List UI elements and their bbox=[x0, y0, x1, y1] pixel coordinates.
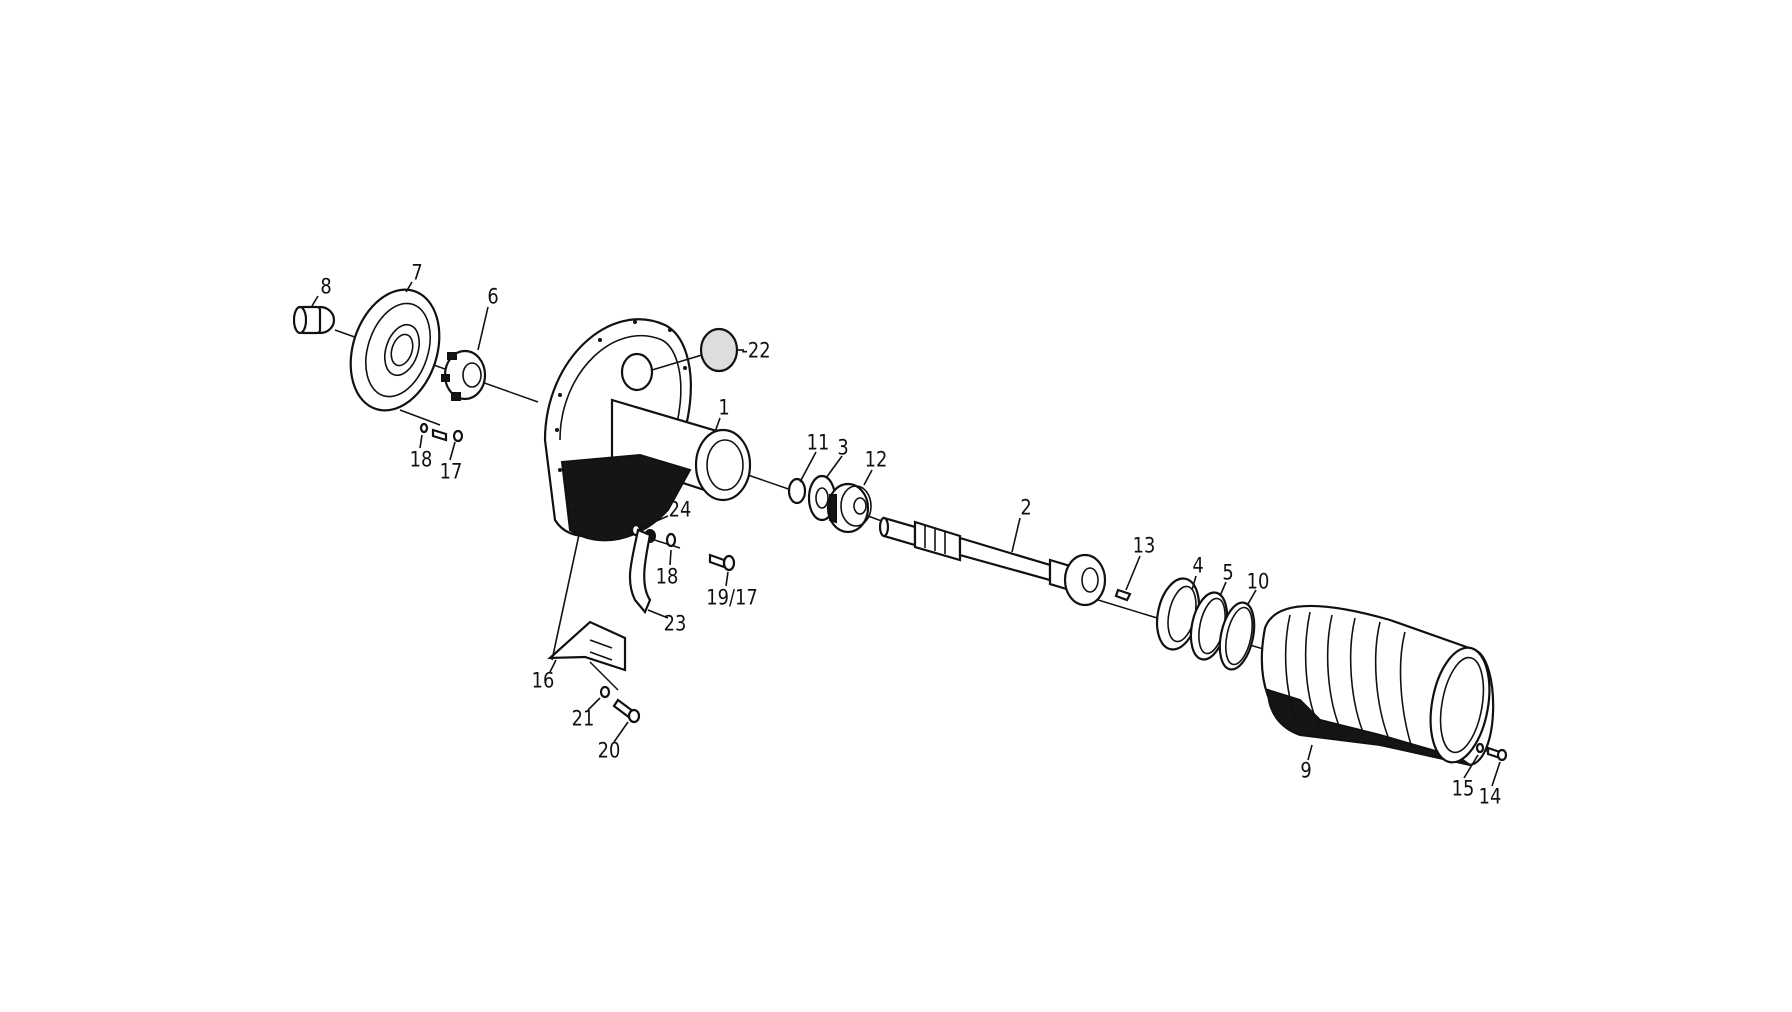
part-12-bearing bbox=[826, 482, 872, 534]
callout-14: 14 bbox=[1478, 784, 1502, 809]
callout-2: 2 bbox=[1020, 495, 1032, 520]
part-7-flange-plate bbox=[349, 288, 441, 412]
callout-12: 12 bbox=[864, 447, 888, 472]
callout-9: 9 bbox=[1300, 758, 1312, 783]
callout-21: 21 bbox=[571, 706, 595, 731]
callout-8: 8 bbox=[320, 274, 332, 299]
callout-3: 3 bbox=[837, 435, 849, 460]
callout-18a: 18 bbox=[409, 447, 433, 472]
callout-19-17: 19/17 bbox=[706, 585, 758, 610]
part-16-angle-bracket bbox=[547, 620, 627, 672]
part-9-pulley-drum bbox=[1260, 604, 1495, 767]
part-14-bolt bbox=[1486, 746, 1508, 762]
callout-13: 13 bbox=[1132, 533, 1156, 558]
callout-10: 10 bbox=[1246, 569, 1270, 594]
callout-22: -22 bbox=[741, 338, 771, 363]
part-8-bushing bbox=[292, 305, 336, 335]
callout-18b: 18 bbox=[655, 564, 679, 589]
callout-5: 5 bbox=[1222, 560, 1234, 585]
callout-7: 7 bbox=[411, 260, 423, 285]
part-10-snap-ring bbox=[1218, 601, 1256, 671]
part-11-circlip bbox=[787, 477, 807, 505]
part-22-plug-cap bbox=[651, 327, 744, 373]
part-21-washer bbox=[599, 685, 611, 699]
part-18-washer-a bbox=[419, 422, 429, 434]
callout-leader-lines bbox=[311, 281, 1501, 787]
part-15-washer bbox=[1475, 742, 1485, 754]
callout-11: 11 bbox=[806, 430, 830, 455]
part-18-washer-b bbox=[665, 532, 677, 548]
callout-6: 6 bbox=[487, 284, 499, 309]
callout-17a: 17 bbox=[439, 459, 463, 484]
callout-4: 4 bbox=[1192, 553, 1204, 578]
callout-15: 15 bbox=[1451, 776, 1475, 801]
callout-20: 20 bbox=[597, 738, 621, 763]
callout-16: 16 bbox=[531, 668, 555, 693]
part-20-bolt bbox=[612, 698, 641, 724]
part-2-shaft bbox=[878, 516, 1107, 607]
part-13-pin bbox=[1114, 588, 1132, 602]
callout-23: 23 bbox=[663, 611, 687, 636]
callout-24: 24 bbox=[668, 497, 692, 522]
callout-1: 1 bbox=[718, 395, 730, 420]
part-1-housing bbox=[543, 318, 752, 542]
part-6-splined-coupling bbox=[441, 349, 487, 401]
part-17-bolt-a bbox=[431, 428, 464, 443]
part-19-17-bolt bbox=[708, 553, 736, 572]
part-23-bracket-strap bbox=[628, 528, 652, 615]
